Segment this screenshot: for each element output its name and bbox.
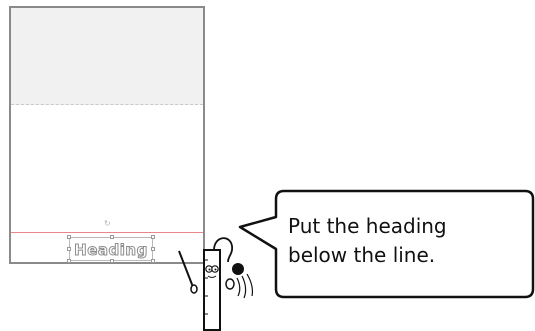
top-section	[11, 8, 203, 105]
instruction-line-1: Put the heading	[288, 212, 518, 241]
resize-handle-left[interactable]	[67, 247, 71, 251]
instruction-text: Put the heading below the line.	[288, 212, 518, 270]
instruction-line-2: below the line.	[288, 241, 518, 270]
resize-handle-top-left[interactable]	[67, 235, 71, 239]
resize-handle-bottom[interactable]	[110, 259, 114, 263]
page-canvas: ↻ Heading	[9, 6, 205, 264]
rotate-handle-icon[interactable]: ↻	[104, 220, 111, 228]
resize-handle-top-right[interactable]	[151, 235, 155, 239]
resize-handle-bottom-right[interactable]	[151, 259, 155, 263]
resize-handle-bottom-left[interactable]	[67, 259, 71, 263]
resize-handle-right[interactable]	[151, 247, 155, 251]
heading-textbox[interactable]: Heading	[69, 237, 153, 261]
resize-handle-top[interactable]	[110, 235, 114, 239]
heading-text: Heading	[70, 241, 152, 259]
